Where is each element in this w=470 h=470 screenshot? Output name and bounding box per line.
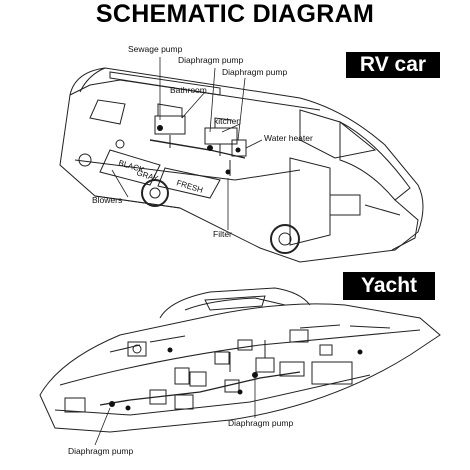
label-filter: Filter <box>213 229 232 239</box>
yacht-illustration <box>39 287 441 446</box>
rv-car-badge: RV car <box>346 52 440 78</box>
label-diaphragm-pump-1: Diaphragm pump <box>178 55 243 65</box>
label-diaphragm-pump-2: Diaphragm pump <box>222 67 287 77</box>
label-blowers: Blowers <box>92 195 122 205</box>
yacht-pump-markers <box>109 347 363 411</box>
label-water-heater: Water heater <box>264 133 313 143</box>
tank-fresh-label: FRESH <box>175 178 204 195</box>
page-title: SCHEMATIC DIAGRAM <box>95 0 375 28</box>
label-bathroom: Bathroom <box>170 85 207 95</box>
label-kitchen: kitchen <box>214 116 241 126</box>
rv-illustration <box>59 57 424 263</box>
label-yacht-diaphragm-pump-left: Diaphragm pump <box>68 446 133 456</box>
yacht-badge: Yacht <box>343 272 435 300</box>
label-yacht-diaphragm-pump-right: Diaphragm pump <box>228 418 293 428</box>
label-sewage-pump: Sewage pump <box>128 44 183 54</box>
rv-pump-markers <box>157 125 241 175</box>
